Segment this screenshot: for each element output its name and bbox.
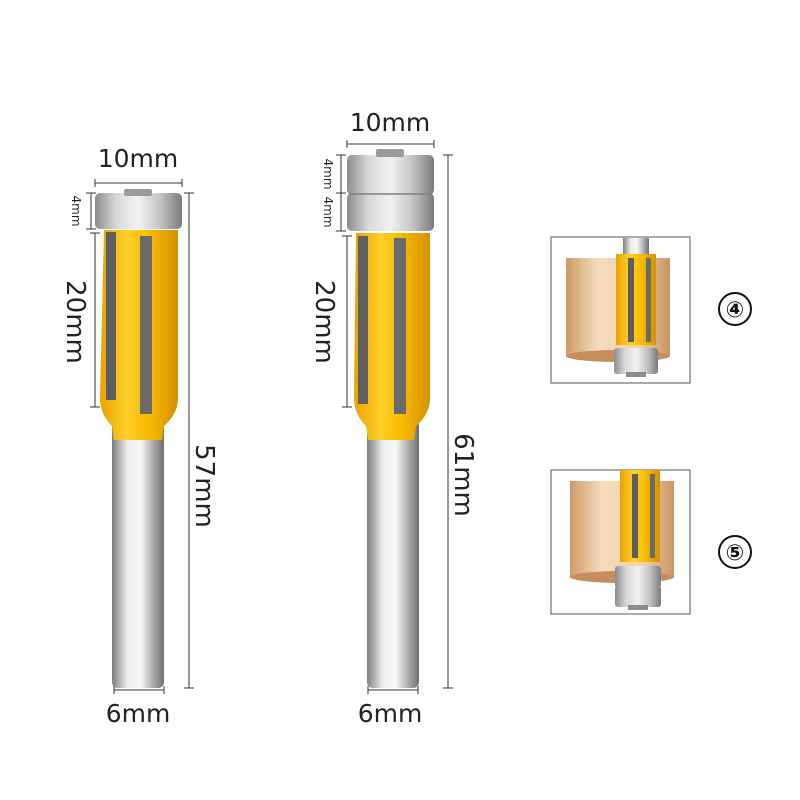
inset-bottom-bearing-bottom [615,586,661,607]
right-flute-1 [358,236,368,404]
right-dimensions: 10mm 4mm 4mm 20mm 61mm 6mm [309,108,478,728]
badge-5: ⑤ [718,535,752,569]
right-flute-edge [390,238,394,414]
left-flute-edge [136,236,140,414]
right-shank-diameter-label: 6mm [358,699,423,728]
left-overall-length-label: 57mm [189,444,219,528]
badge-4-label: ④ [726,298,745,323]
right-bearing-top-height-label: 4mm [321,158,335,189]
right-bearing-diameter-label: 10mm [350,108,431,137]
left-cutting-length-label: 20mm [60,280,90,364]
inset-bottom-bearing-top [615,566,661,588]
left-bearing-height-label: 4mm [69,195,83,226]
right-bearing-bottom-height-label: 4mm [321,196,335,227]
right-shank [367,420,419,688]
right-flute-2 [394,238,406,414]
right-bearing-screw [376,149,404,157]
left-flute-2 [140,236,152,414]
badge-5-label: ⑤ [726,541,745,566]
left-flute-1 [106,232,116,400]
badge-4: ④ [718,292,752,326]
right-overall-length-label: 61mm [448,433,478,517]
inset-top-bearing [614,348,658,374]
left-bearing-diameter-label: 10mm [98,144,179,173]
left-router-bit [95,189,182,688]
right-bearing-bottom [347,193,434,231]
left-shank [112,420,164,688]
left-bearing-screw [124,189,152,196]
inset-top-usage [550,236,691,384]
right-cutting-length-label: 20mm [309,280,339,364]
left-dimensions: 10mm 4mm 20mm 57mm 6mm [60,144,219,728]
inset-bottom-usage [550,469,691,615]
right-router-bit [347,149,434,688]
left-bearing [95,193,182,229]
right-bearing-top [347,155,434,195]
left-shank-diameter-label: 6mm [106,699,171,728]
